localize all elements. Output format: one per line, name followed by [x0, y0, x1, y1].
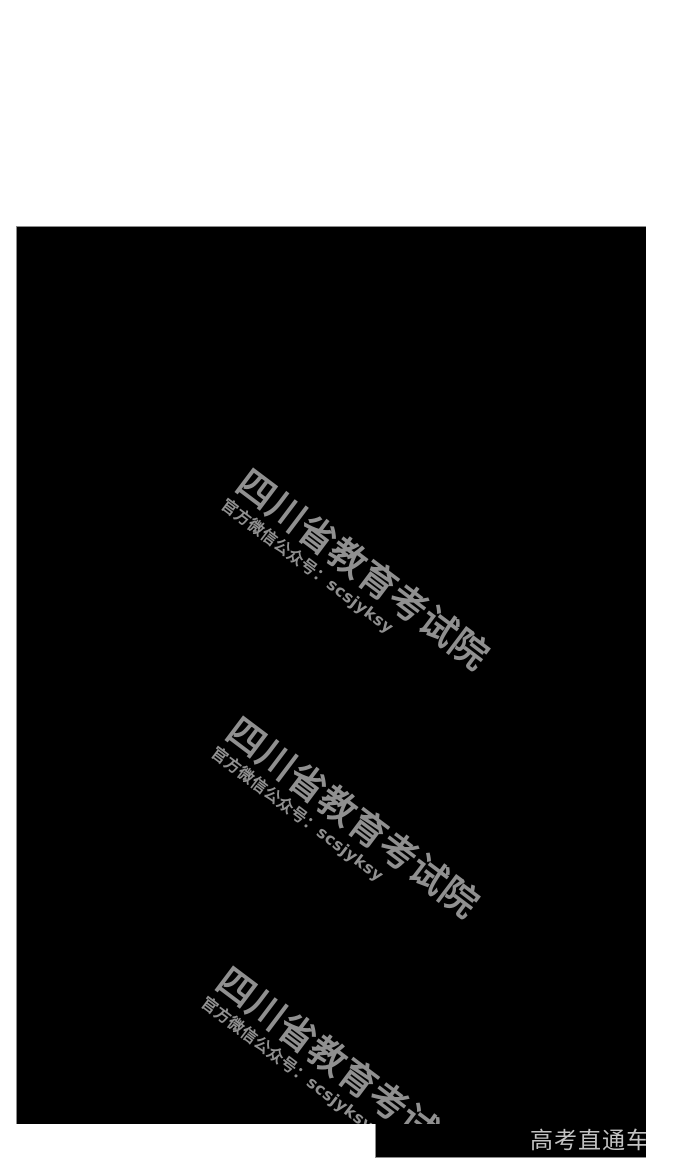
- watermark-1: 四川省教育考试院 官方微信公众号：scsjyksy: [217, 461, 497, 693]
- watermark-subtitle: 官方微信公众号：scsjyksy: [217, 494, 398, 638]
- document-page-panel[interactable]: 四川省教育考试院 官方微信公众号：scsjyksy 四川省教育考试院 官方微信公…: [16, 226, 646, 1124]
- brand-watermark-label: 高考直通车: [530, 1128, 646, 1154]
- watermark-2: 四川省教育考试院 官方微信公众号：scsjyksy: [207, 709, 487, 941]
- watermark-3: 四川省教育考试院 官方微信公众号：scsjyksy: [197, 959, 477, 1124]
- watermark-subtitle: 官方微信公众号：scsjyksy: [207, 742, 388, 886]
- watermark-subtitle: 官方微信公众号：scsjyksy: [197, 992, 378, 1124]
- document-footer-strip[interactable]: 高考直通车: [375, 1124, 646, 1158]
- watermark-title: 四川省教育考试院: [218, 709, 487, 927]
- watermark-title: 四川省教育考试院: [228, 461, 497, 679]
- watermark-title: 四川省教育考试院: [208, 959, 477, 1124]
